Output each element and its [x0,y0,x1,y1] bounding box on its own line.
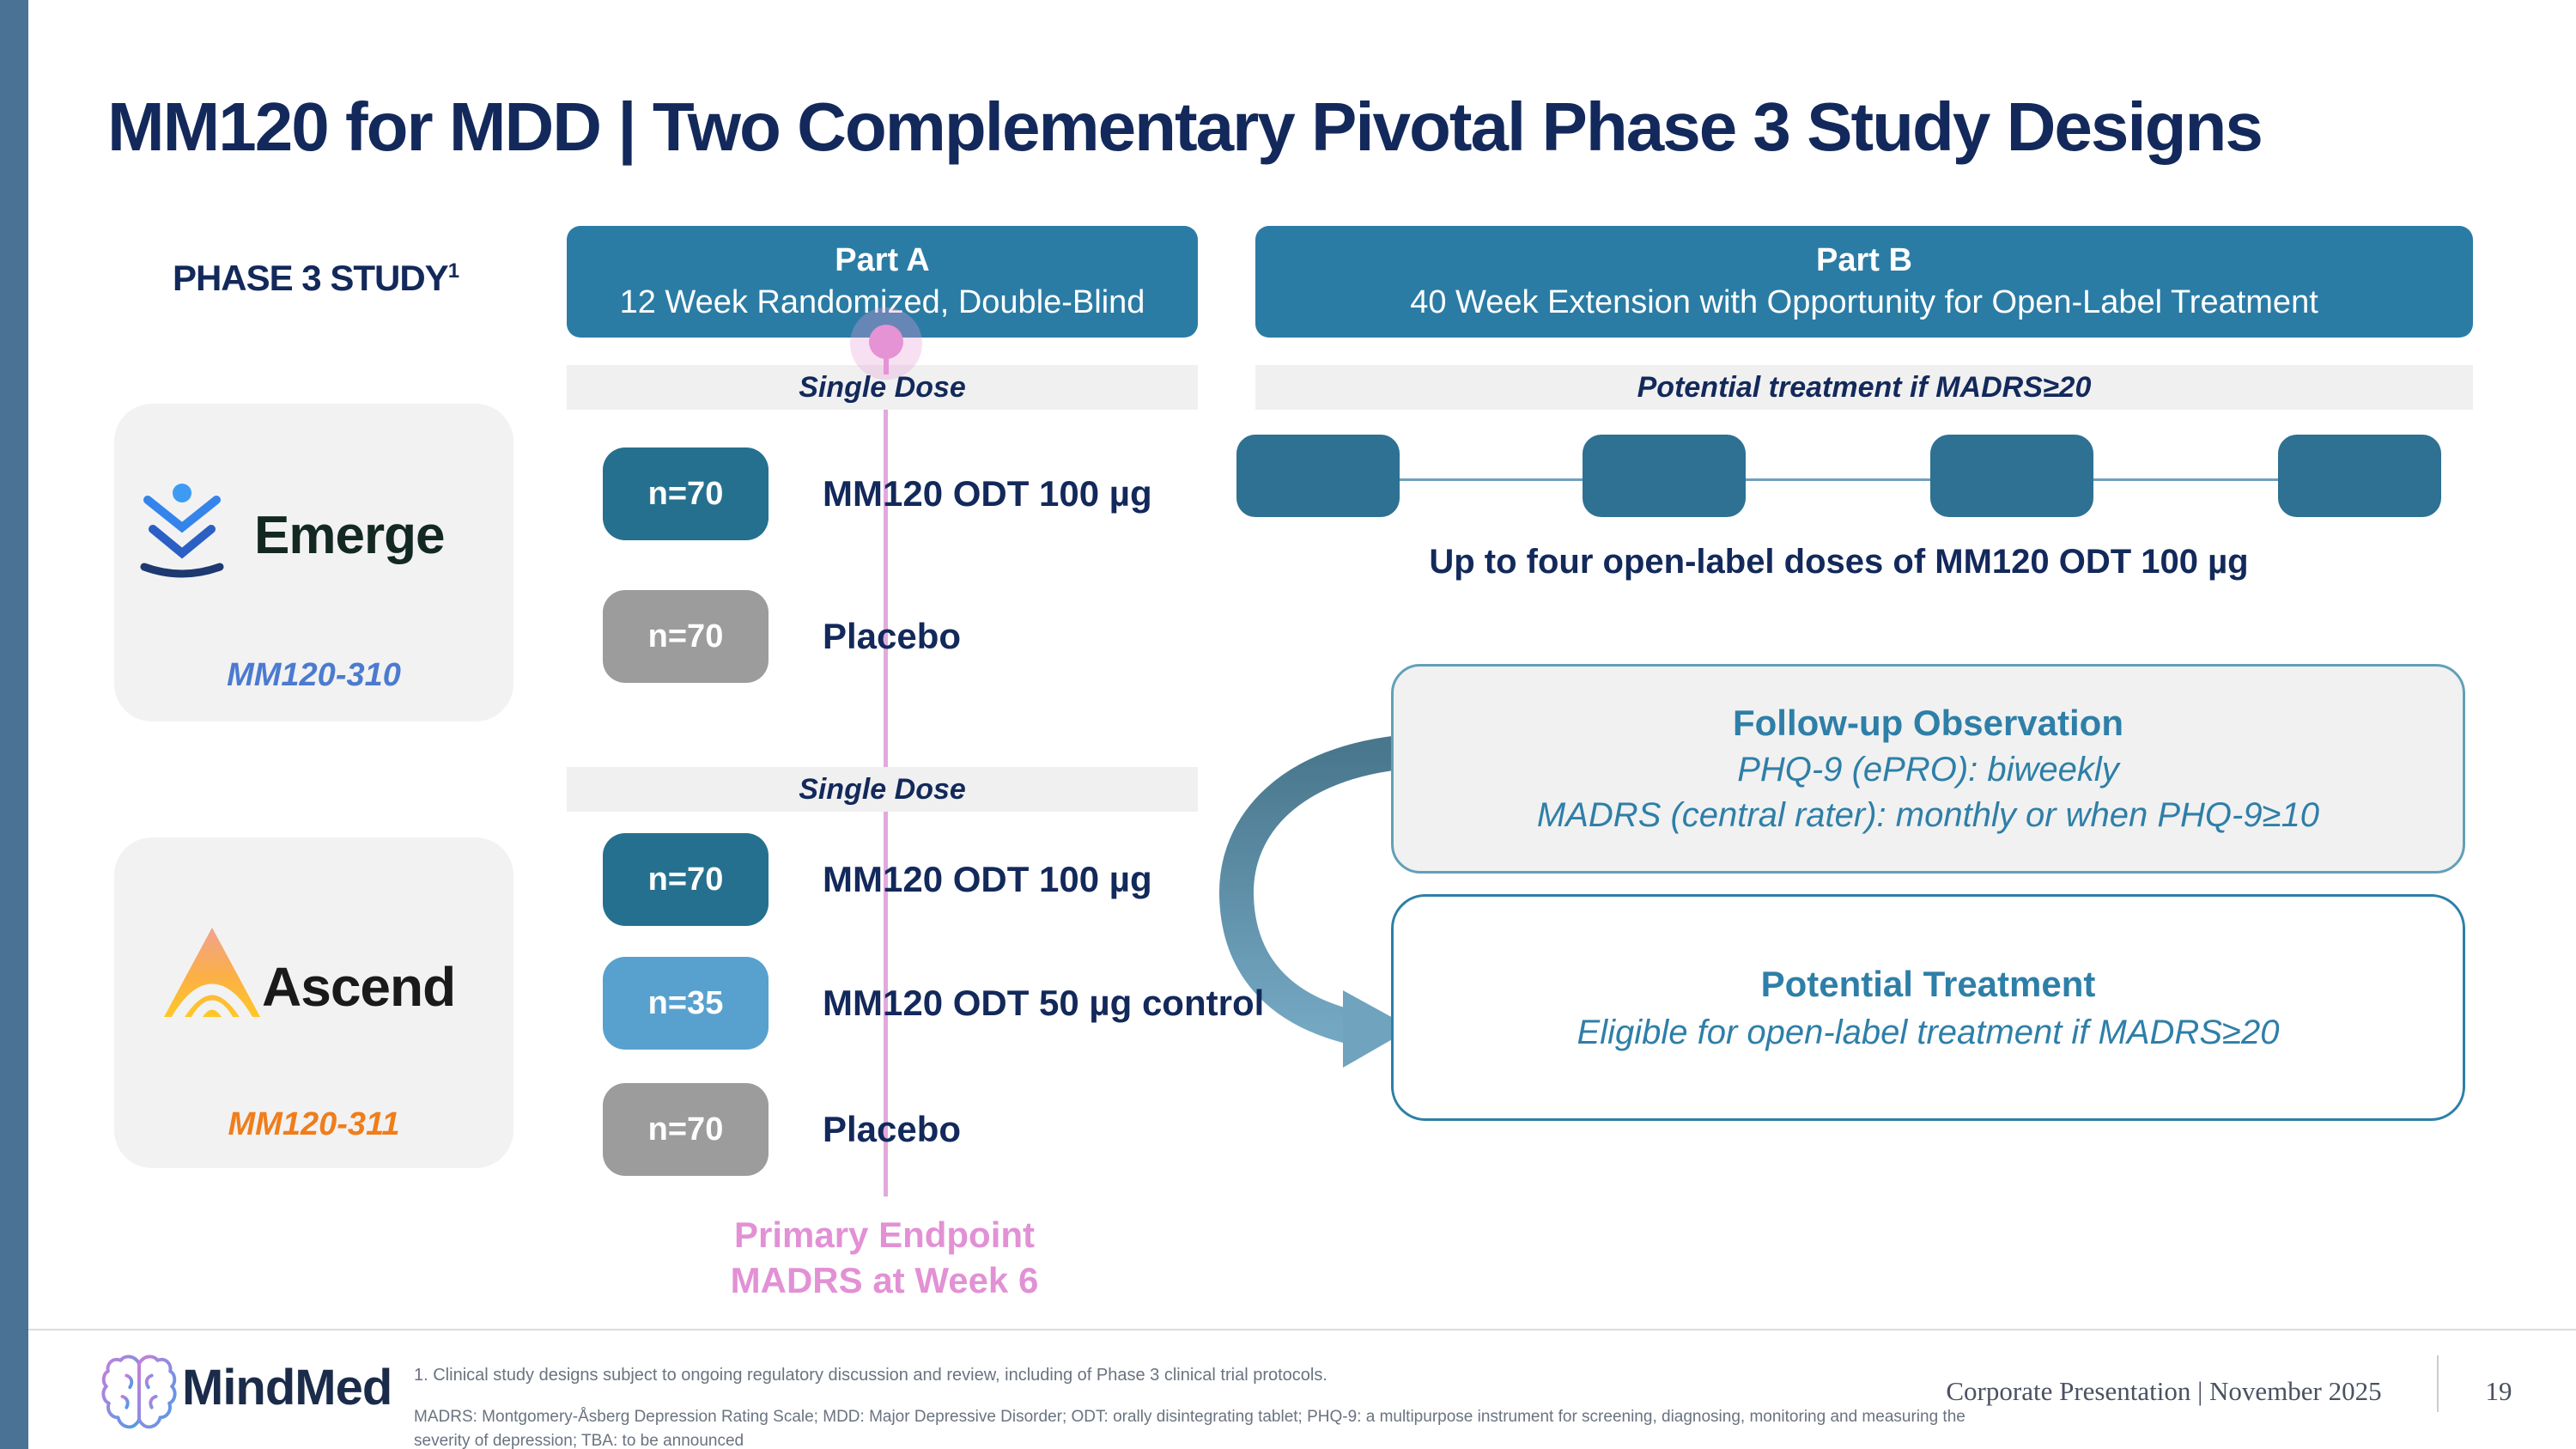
ascend-arm-2-n-badge: n=35 [603,957,769,1050]
primary-endpoint-note: Primary Endpoint MADRS at Week 6 [653,1213,1116,1303]
followup-line-1: PHQ-9 (ePRO): biweekly [1737,751,2119,788]
page-number: 19 [2485,1376,2512,1406]
ascend-study-id: MM120-311 [228,1106,400,1142]
ascend-arm-2-label: MM120 ODT 50 µg control [823,983,1265,1023]
ascend-arm-1-label: MM120 ODT 100 µg [823,859,1152,899]
flow-curved-arrow-icon [1218,734,1412,1068]
open-label-dose-connector-line [1400,478,2278,481]
left-accent-strip [0,0,28,1449]
open-label-dose-box-4 [2278,435,2441,517]
footer-divider [28,1329,2576,1330]
ascend-arm-3-n-badge: n=70 [603,1083,769,1176]
ascend-arm-1-n-badge: n=70 [603,833,769,926]
phase-3-study-label: PHASE 3 STUDY1 [167,258,464,299]
followup-title: Follow-up Observation [1732,703,2123,743]
footer-vertical-divider [2437,1355,2439,1412]
footnote-1: 1. Clinical study designs subject to ong… [414,1366,1327,1385]
emerge-arm-1-label: MM120 ODT 100 µg [823,473,1152,514]
part-a-subtitle: 12 Week Randomized, Double-Blind [619,284,1145,320]
ascend-study-name: Ascend [262,956,456,1018]
emerge-study-card [114,404,513,721]
mindmed-brain-icon [101,1355,177,1429]
primary-endpoint-line-1: Primary Endpoint [733,1215,1036,1255]
emerge-single-dose-band: Single Dose [567,365,1198,410]
part-b-subtitle: 40 Week Extension with Opportunity for O… [1410,284,2318,320]
slide-title: MM120 for MDD | Two Complementary Pivota… [107,88,2263,165]
primary-endpoint-line-2: MADRS at Week 6 [730,1259,1039,1300]
ascend-logo-icon [164,928,260,1020]
ascend-arm-3-label: Placebo [823,1109,962,1149]
emerge-arm-1-n-badge: n=70 [603,447,769,540]
emerge-study-id: MM120-310 [227,657,401,693]
phase-3-study-footnote-marker: 1 [447,259,459,283]
presentation-label: Corporate Presentation | November 2025 [1946,1376,2382,1406]
part-b-title: Part B [1816,242,1912,278]
emerge-arm-2-label: Placebo [823,616,962,656]
part-b-header: Part B 40 Week Extension with Opportunit… [1255,226,2473,338]
emerge-logo-icon [140,484,224,578]
open-label-dose-box-2 [1583,435,1746,517]
followup-observation-box: Follow-up Observation PHQ-9 (ePRO): biwe… [1391,664,2465,874]
potential-treatment-line: Eligible for open-label treatment if MAD… [1577,1013,2280,1051]
timeline-pin-icon [869,325,903,359]
part-a-header: Part A 12 Week Randomized, Double-Blind [567,226,1198,338]
phase-3-study-text: PHASE 3 STUDY [172,258,449,298]
timeline-pin-stem [884,352,889,374]
ascend-single-dose-band: Single Dose [567,767,1198,812]
open-label-dose-box-1 [1236,435,1400,517]
open-label-doses-caption: Up to four open-label doses of MM120 ODT… [1429,543,2249,581]
potential-treatment-box: Potential Treatment Eligible for open-la… [1391,894,2465,1121]
open-label-dose-box-3 [1930,435,2093,517]
mindmed-logo-text: MindMed [182,1360,392,1416]
footnote-2: MADRS: Montgomery-Åsberg Depression Rati… [414,1408,1965,1449]
emerge-arm-2-n-badge: n=70 [603,590,769,683]
part-a-title: Part A [835,242,930,278]
followup-line-2: MADRS (central rater): monthly or when P… [1536,796,2320,834]
emerge-study-name: Emerge [254,506,445,565]
part-b-condition-band: Potential treatment if MADRS≥20 [1255,365,2473,410]
potential-treatment-title: Potential Treatment [1760,963,2096,1004]
